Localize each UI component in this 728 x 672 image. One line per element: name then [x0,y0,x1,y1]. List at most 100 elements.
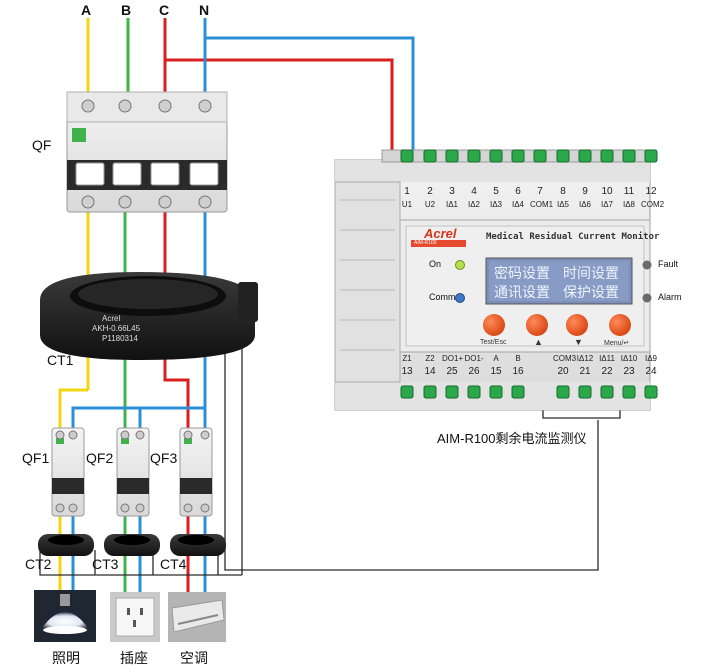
top-terminal-name-3: IΔ2 [467,200,480,209]
wire-n-device [205,36,415,160]
top-terminal-name-8: IΔ6 [578,200,591,209]
top-terminal-screw-6 [533,149,547,163]
bottom-terminal-screw-6 [556,385,570,399]
top-terminal-screw-5 [511,149,525,163]
top-terminal-name-4: IΔ3 [489,200,502,209]
feeder-wires [58,210,207,430]
top-terminal-name-2: IΔ1 [445,200,458,209]
top-terminal-screw-7 [556,149,570,163]
monitor-device [334,149,658,411]
phase-label-c: C [159,2,170,18]
top-terminal-name-0: U1 [401,200,413,209]
label-qf2: QF2 [86,450,114,466]
top-terminal-number-7: 8 [560,186,566,197]
bottom-terminal-screw-0 [400,385,414,399]
bottom-terminal-screw-4 [489,385,503,399]
bottom-terminal-number-6: 20 [557,366,569,377]
device-button-test-esc[interactable] [483,314,505,336]
bottom-terminal-screw-8 [600,385,614,399]
top-terminal-number-8: 9 [582,186,588,197]
indicator-on-label: On [429,259,442,269]
bottom-terminal-number-2: 25 [446,366,458,377]
bottom-terminal-name-1: Z2 [425,354,435,363]
top-terminal-screw-4 [489,149,503,163]
device-button-menu-enter[interactable] [609,314,631,336]
bottom-terminal-name-8: IΔ11 [599,354,615,363]
label-qf1: QF1 [22,450,50,466]
top-terminal-name-10: IΔ8 [622,200,635,209]
load-socket-image [110,592,160,642]
ct1-brand: Acrel [102,314,121,323]
bottom-terminal-screw-2 [445,385,459,399]
phase-label-a: A [81,2,92,18]
device-button-test-esc-label: Test/Esc [480,339,507,346]
device-title: Medical Residual Current Monitor [486,232,660,242]
indicator-alarm-label: Alarm [658,292,682,302]
branch-breaker-qf2 [116,427,150,517]
bottom-terminal-number-4: 15 [490,366,502,377]
load-label-socket: 插座 [120,650,148,666]
top-terminal-number-0: 1 [404,186,410,197]
main-breaker-qf [66,91,228,213]
bottom-terminal-number-1: 14 [424,366,436,377]
indicator-fault-label: Fault [658,259,679,269]
load-label-lighting: 照明 [52,650,80,666]
bottom-terminal-number-0: 13 [401,366,413,377]
device-button-up[interactable] [526,314,548,336]
wire-c-device [165,58,394,160]
bottom-terminal-screw-5 [511,385,525,399]
bottom-terminal-name-10: IΔ9 [644,354,657,363]
bottom-terminal-name-3: DO1- [464,354,484,363]
bottom-terminal-name-4: A [493,354,499,363]
label-qf: QF [32,137,52,153]
top-terminal-screw-11 [644,149,658,163]
top-terminal-screw-3 [467,149,481,163]
top-terminal-name-5: IΔ4 [511,200,524,209]
top-terminal-number-5: 6 [515,186,521,197]
bottom-terminal-name-6: COM3 [553,354,577,363]
phase-label-n: N [199,2,210,18]
lcd-protect-setting: 保护设置 [563,285,619,301]
label-ct4: CT4 [160,556,187,572]
top-terminal-name-6: COM1 [530,200,554,209]
bottom-terminal-name-9: IΔ10 [620,354,638,363]
top-terminal-number-3: 4 [471,186,477,197]
phase-label-b: B [121,2,132,18]
branch-breaker-qf3 [179,427,213,517]
lcd-password-setting: 密码设置 [494,266,550,282]
top-terminal-screw-9 [600,149,614,163]
device-model-badge: AIM-R100 [414,240,437,246]
top-terminal-name-1: U2 [424,200,436,209]
phase-wires [86,18,415,160]
bottom-terminal-number-10: 24 [645,366,657,377]
device-brand: Acrel [424,226,457,241]
top-terminal-name-9: IΔ7 [600,200,613,209]
load-ac-image [168,592,226,642]
device-button-down[interactable] [566,314,588,336]
lcd-comm-setting: 通讯设置 [494,285,550,301]
bottom-terminal-screw-3 [467,385,481,399]
top-terminal-number-2: 3 [449,186,455,197]
top-terminal-name-7: IΔ5 [556,200,569,209]
top-terminal-number-6: 7 [537,186,543,197]
bottom-terminal-name-5: B [515,354,521,363]
bottom-terminal-name-0: Z1 [402,354,412,363]
top-terminal-screw-8 [578,149,592,163]
bottom-terminal-number-9: 23 [623,366,635,377]
bottom-terminal-screw-1 [423,385,437,399]
label-qf3: QF3 [150,450,178,466]
branch-breaker-qf1 [51,427,85,517]
bottom-terminal-number-7: 21 [579,366,591,377]
top-terminal-screw-0 [400,149,414,163]
load-lighting-image [34,590,96,642]
load-label-ac: 空调 [180,650,208,666]
ct1-model: AKH-0.66L45 [92,324,141,333]
indicator-comm-label: Comm [429,292,456,302]
top-terminal-number-11: 12 [645,186,657,197]
ct3-transformer [104,534,160,556]
top-terminal-number-9: 10 [601,186,613,197]
device-button-menu-label: Menu/↵ [604,340,630,347]
bottom-terminal-name-7: IΔ12 [576,354,594,363]
bottom-terminal-screw-7 [578,385,592,399]
